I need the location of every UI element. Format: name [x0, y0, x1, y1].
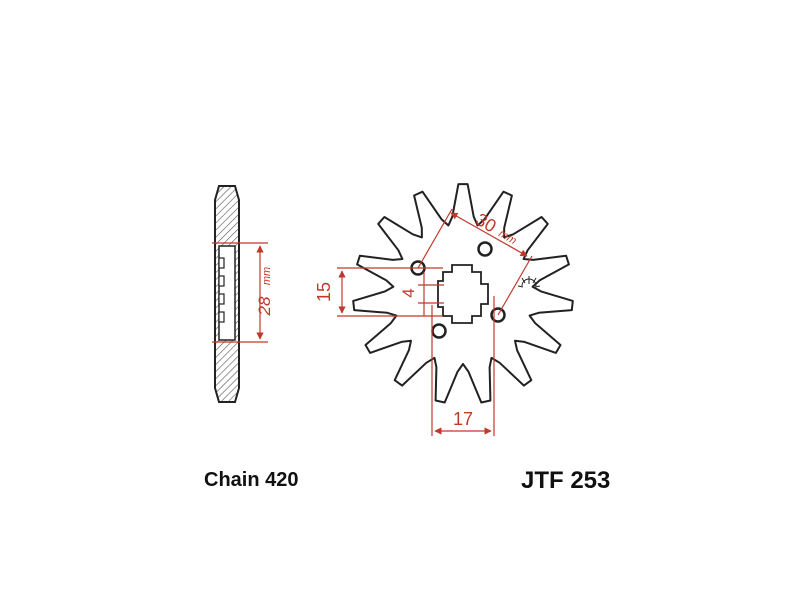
sprocket-outline — [352, 183, 574, 404]
side-view-slot — [218, 311, 225, 323]
side-thickness-value: 28 — [255, 296, 274, 316]
bolt-hole — [477, 241, 493, 257]
bolt-dimension-line — [450, 212, 528, 257]
bolt-extension-line-left — [417, 208, 453, 269]
side-thickness-unit: mm — [261, 267, 273, 285]
bolt-extension-line-right — [497, 255, 533, 316]
side-view-slot — [218, 293, 225, 305]
side-view-slot — [218, 257, 225, 269]
spline-width-value: 17 — [453, 409, 473, 429]
tooth-profile-detail — [517, 276, 541, 288]
side-view-slot — [218, 275, 225, 287]
bolt-circle-unit: mm — [497, 228, 519, 248]
bolt-circle-value: 30 — [472, 209, 499, 236]
part-number-label: JTF 253 — [521, 467, 611, 494]
bolt-hole — [431, 323, 447, 339]
side-view: 28 mm — [212, 185, 274, 403]
spline-bore — [437, 264, 489, 324]
front-view: 15 4 17 30 mm — [314, 183, 574, 436]
chain-size-label: Chain 420 — [204, 469, 299, 491]
spline-height-value: 15 — [314, 282, 334, 302]
key-width-value: 4 — [399, 288, 418, 297]
